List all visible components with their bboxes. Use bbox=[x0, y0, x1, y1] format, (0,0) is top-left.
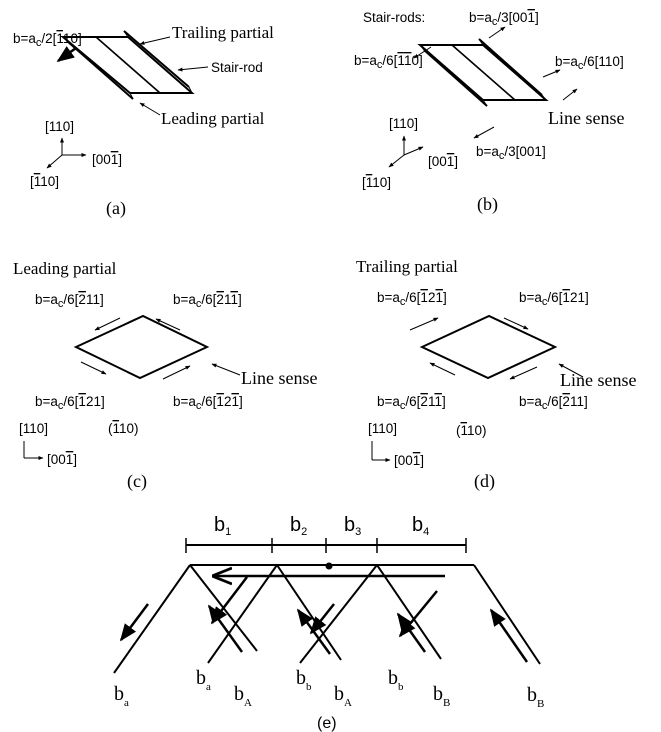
burgers-right-b: b=ac/6[110] bbox=[555, 54, 624, 72]
segment-ruler bbox=[185, 538, 467, 553]
axis-label-m110-b: [110] bbox=[362, 175, 391, 190]
label-ba-1: ba bbox=[114, 683, 129, 709]
axis-triad-a bbox=[46, 137, 87, 169]
label-bB-1: bB bbox=[433, 683, 450, 709]
panel-c: Leading partial b=ac/6[211] b=ac/6[211] … bbox=[13, 259, 317, 492]
dislocation-loop-d bbox=[419, 314, 558, 380]
axis-label-110-d: [110] bbox=[368, 421, 397, 436]
label-bA-2: bA bbox=[334, 683, 352, 709]
panel-e: b1 b2 b3 b4 ba ba bA bbox=[113, 514, 544, 732]
dislocation-loop-c bbox=[73, 314, 210, 380]
label-ba-2: ba bbox=[196, 667, 211, 693]
segment-b3-label: b3 bbox=[344, 514, 361, 538]
segment-b4-label: b4 bbox=[412, 514, 429, 538]
line-sense-label-b: Line sense bbox=[548, 108, 624, 128]
caption-c: (c) bbox=[127, 471, 147, 492]
burgers-br-d: b=ac/6[211] bbox=[519, 394, 588, 412]
axis-label-001-b: [001] bbox=[428, 154, 458, 169]
arrow-right-b bbox=[542, 69, 561, 78]
burgers-tr-d: b=ac/6[121] bbox=[519, 290, 589, 308]
line-sense-pointer-c bbox=[211, 363, 241, 376]
caption-d: (d) bbox=[474, 471, 495, 492]
panel-title-c: Leading partial bbox=[13, 259, 117, 278]
burgers-tl-c: b=ac/6[211] bbox=[35, 292, 104, 310]
axis-label-001-a: [001] bbox=[92, 152, 122, 167]
axis-label-001-d: [001] bbox=[394, 453, 424, 468]
line-sense-pointer-d bbox=[558, 363, 584, 378]
zigzag-dislocation-lines bbox=[113, 564, 541, 674]
axis-triad-b bbox=[388, 135, 424, 168]
stacking-fault-ribbon-a bbox=[60, 30, 195, 100]
burgers-bl-d: b=ac/6[211] bbox=[377, 394, 446, 412]
leading-pointer-a bbox=[139, 102, 161, 116]
burgers-arrows-e bbox=[119, 576, 529, 663]
arrow-bl-d bbox=[429, 362, 456, 376]
arrow-left-b bbox=[413, 46, 432, 59]
burgers-bl-c: b=ac/6[121] bbox=[35, 394, 105, 412]
axis-corner-d bbox=[371, 441, 391, 462]
panel-d: Trailing partial b=ac/6[121] b=ac/6[121]… bbox=[356, 257, 636, 492]
arrow-top-b bbox=[488, 26, 506, 39]
axis-label-110-b: [110] bbox=[389, 116, 418, 131]
axis-label-001-c: [001] bbox=[47, 452, 77, 467]
axis-label-110-a: [110] bbox=[45, 119, 74, 134]
label-bB-2: bB bbox=[527, 684, 544, 710]
axis-label-110-c: [110] bbox=[19, 421, 48, 436]
arrow-bottom-b bbox=[473, 126, 495, 139]
burgers-tr-c: b=ac/6[211] bbox=[173, 292, 242, 310]
burgers-vector-a: b=ac/2[110] bbox=[13, 31, 82, 49]
trailing-partial-label-a: Trailing partial bbox=[172, 23, 274, 42]
arrow-tl-c bbox=[94, 317, 121, 331]
panel-a: b=ac/2[110] Trailing partial Stair-rod L… bbox=[13, 23, 274, 219]
panel-title-d: Trailing partial bbox=[356, 257, 458, 276]
burgers-tl-d: b=ac/6[121] bbox=[377, 290, 447, 308]
stair-rod-pointer-a bbox=[177, 66, 209, 72]
burgers-arrow-a bbox=[56, 46, 77, 63]
line-sense-label-c: Line sense bbox=[241, 368, 317, 388]
caption-b: (b) bbox=[477, 194, 498, 215]
line-sense-label-d: Line sense bbox=[560, 370, 636, 390]
plane-label-c: (110) bbox=[108, 421, 139, 436]
burgers-br-c: b=ac/6[121] bbox=[173, 394, 243, 412]
burgers-bottom-b: b=ac/3[001] bbox=[476, 144, 546, 162]
stair-rod-label-a: Stair-rod bbox=[211, 60, 263, 75]
burgers-top-b: b=ac/3[001] bbox=[469, 10, 539, 28]
plane-label-d: (110) bbox=[456, 423, 487, 438]
arrow-bl-c bbox=[80, 361, 107, 375]
caption-e: (e) bbox=[317, 715, 337, 732]
panel-b: Stair-rods: b=ac/3[001] b=ac/6[110] b=ac… bbox=[354, 10, 624, 215]
junction-node bbox=[325, 562, 333, 570]
stacking-fault-ribbon-b bbox=[417, 38, 549, 107]
burgers-left-b: b=ac/6[110] bbox=[354, 53, 423, 71]
segment-b2-label: b2 bbox=[290, 514, 307, 538]
stair-rods-label: Stair-rods: bbox=[363, 10, 425, 25]
arrow-br-d bbox=[509, 366, 538, 380]
arrow-br-c bbox=[162, 365, 191, 380]
axis-label-m110-a: [110] bbox=[30, 174, 59, 189]
label-bb-2: bb bbox=[388, 667, 404, 693]
segment-b1-label: b1 bbox=[214, 514, 231, 538]
line-sense-arrow-b bbox=[562, 88, 578, 101]
arrow-tl-d bbox=[409, 317, 439, 331]
leading-partial-label-a: Leading partial bbox=[161, 109, 265, 128]
caption-a: (a) bbox=[106, 198, 126, 219]
axis-corner-c bbox=[23, 441, 44, 460]
label-bA-1: bA bbox=[234, 683, 252, 709]
arrow-tr-c bbox=[155, 318, 181, 331]
arrow-tr-d bbox=[503, 317, 529, 330]
trailing-pointer-a bbox=[139, 36, 171, 45]
label-bb-1: bb bbox=[296, 667, 312, 693]
